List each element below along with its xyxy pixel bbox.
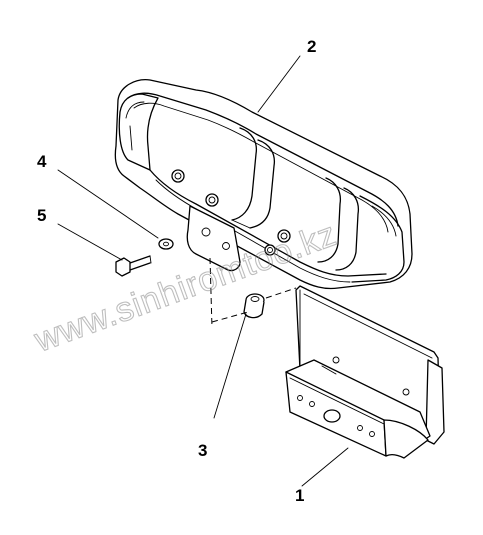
assembly-centerlines bbox=[209, 257, 297, 329]
callout-1: 1 bbox=[295, 486, 304, 505]
part-4-washer bbox=[158, 238, 174, 250]
callout-5: 5 bbox=[37, 206, 46, 225]
watermark-text: www.sinhiromtoo.kz bbox=[29, 215, 342, 360]
callout-3: 3 bbox=[198, 441, 207, 460]
callout-leaders bbox=[57, 55, 349, 487]
part-5-bolt bbox=[115, 255, 152, 277]
callout-2: 2 bbox=[307, 37, 316, 56]
callout-4: 4 bbox=[37, 152, 47, 171]
part-3-grommet bbox=[243, 293, 265, 319]
part-1-mounting-bracket bbox=[285, 285, 445, 459]
part-2-muffler-housing bbox=[114, 79, 413, 290]
